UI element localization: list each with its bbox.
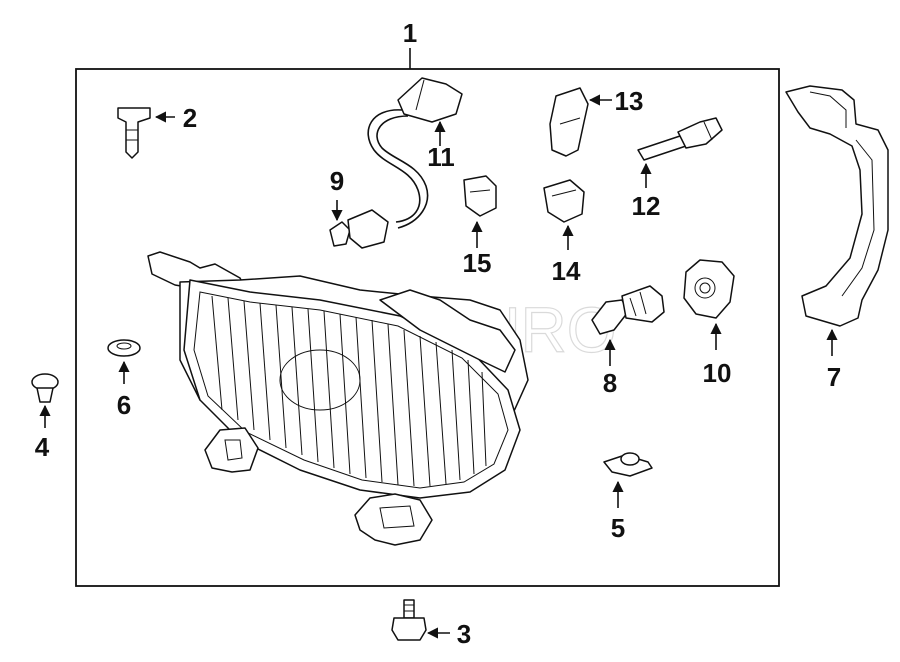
callout-1: 1 (403, 18, 417, 48)
callout-2: 2 (183, 103, 197, 133)
callout-5: 5 (611, 513, 625, 543)
washer-part-6[interactable] (107, 339, 141, 384)
callout-15: 15 (463, 248, 492, 278)
clip-part-14[interactable] (543, 179, 585, 250)
bolt-part-3[interactable] (391, 599, 450, 641)
assembly-frame (75, 68, 780, 587)
bracket-clip-part-13[interactable] (549, 87, 612, 157)
callout-14: 14 (552, 256, 581, 286)
callout-13: 13 (615, 86, 644, 116)
bracket-part-7[interactable] (785, 85, 889, 356)
callout-9: 9 (330, 166, 344, 196)
callout-10: 10 (703, 358, 732, 388)
socket-part-10[interactable] (683, 259, 735, 350)
headlamp-assembly-part-1[interactable] (147, 251, 529, 546)
bulb-part-8[interactable] (591, 285, 665, 366)
callout-11: 11 (427, 142, 455, 172)
callout-3: 3 (457, 619, 471, 649)
clip-nut-part-5[interactable] (603, 452, 653, 508)
bulb-socket-part-9[interactable] (329, 200, 389, 249)
callout-7: 7 (827, 362, 841, 392)
wiring-harness-part-11[interactable] (367, 77, 463, 229)
callout-8: 8 (603, 368, 617, 398)
clip-part-15[interactable] (463, 175, 497, 248)
bulb-part-12[interactable] (637, 117, 723, 188)
callout-12: 12 (632, 191, 661, 221)
callout-4: 4 (35, 432, 50, 462)
grommet-part-4[interactable] (31, 373, 59, 428)
clip-part-2[interactable] (117, 107, 175, 159)
callout-6: 6 (117, 390, 131, 420)
